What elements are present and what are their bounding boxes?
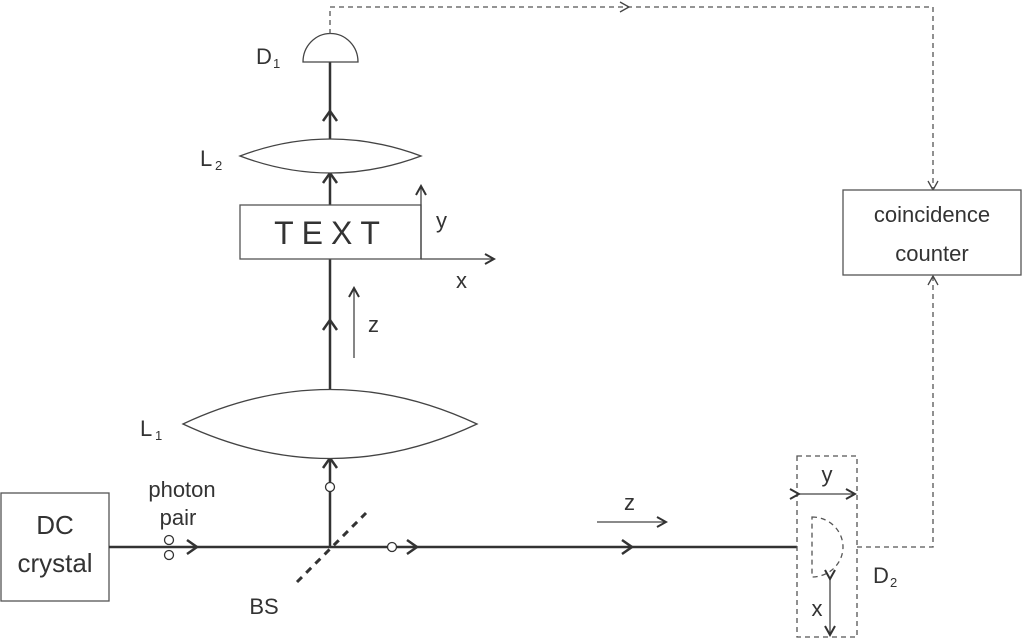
beam-splitter [295,511,368,584]
lens-l2-label: L [200,146,212,171]
object-mask-text: TEXT [274,215,388,251]
detector-d1-label: D [256,44,272,69]
photon-icon [324,481,336,493]
d2-signal-line [857,274,939,548]
dc-crystal-label-2: crystal [17,548,92,578]
detector-d1 [302,32,359,63]
d2-x-label: x [812,596,823,621]
coincidence-counter-label-1: coincidence [874,202,990,227]
detector-d2-subscript: 2 [890,575,897,590]
main-beam [109,538,797,556]
detector-d2 [811,516,844,578]
d2-y-label: y [822,462,833,487]
lens-l1-subscript: 1 [155,428,162,443]
lens-l1-label: L [140,416,152,441]
detector-d2-scan-area [796,455,858,638]
coincidence-counter-label-2: counter [895,241,968,266]
y-axis-label: y [436,208,447,233]
z-axis-label: z [368,312,379,337]
photon-pair-label-1: photon [148,477,215,502]
lens-l2-subscript: 2 [215,158,222,173]
coincidence-counter-box [842,189,1022,276]
detector-d1-subscript: 1 [273,56,280,71]
lens-l1 [181,388,479,460]
d1-signal-line [329,1,939,192]
x-axis-label: x [456,268,467,293]
dc-crystal-label-1: DC [36,510,74,540]
photon-pair-label-2: pair [160,505,197,530]
detector-d2-label: D [873,563,889,588]
photon-icon [163,549,175,561]
dc-crystal-box [0,492,110,602]
beam-splitter-label: BS [249,594,278,619]
lens-l2 [238,138,423,174]
vertical-beam [321,62,339,547]
z-horizontal-label: z [624,490,635,515]
object-mask [239,204,422,260]
photon-icon [386,541,398,553]
photon-icon [163,534,175,546]
